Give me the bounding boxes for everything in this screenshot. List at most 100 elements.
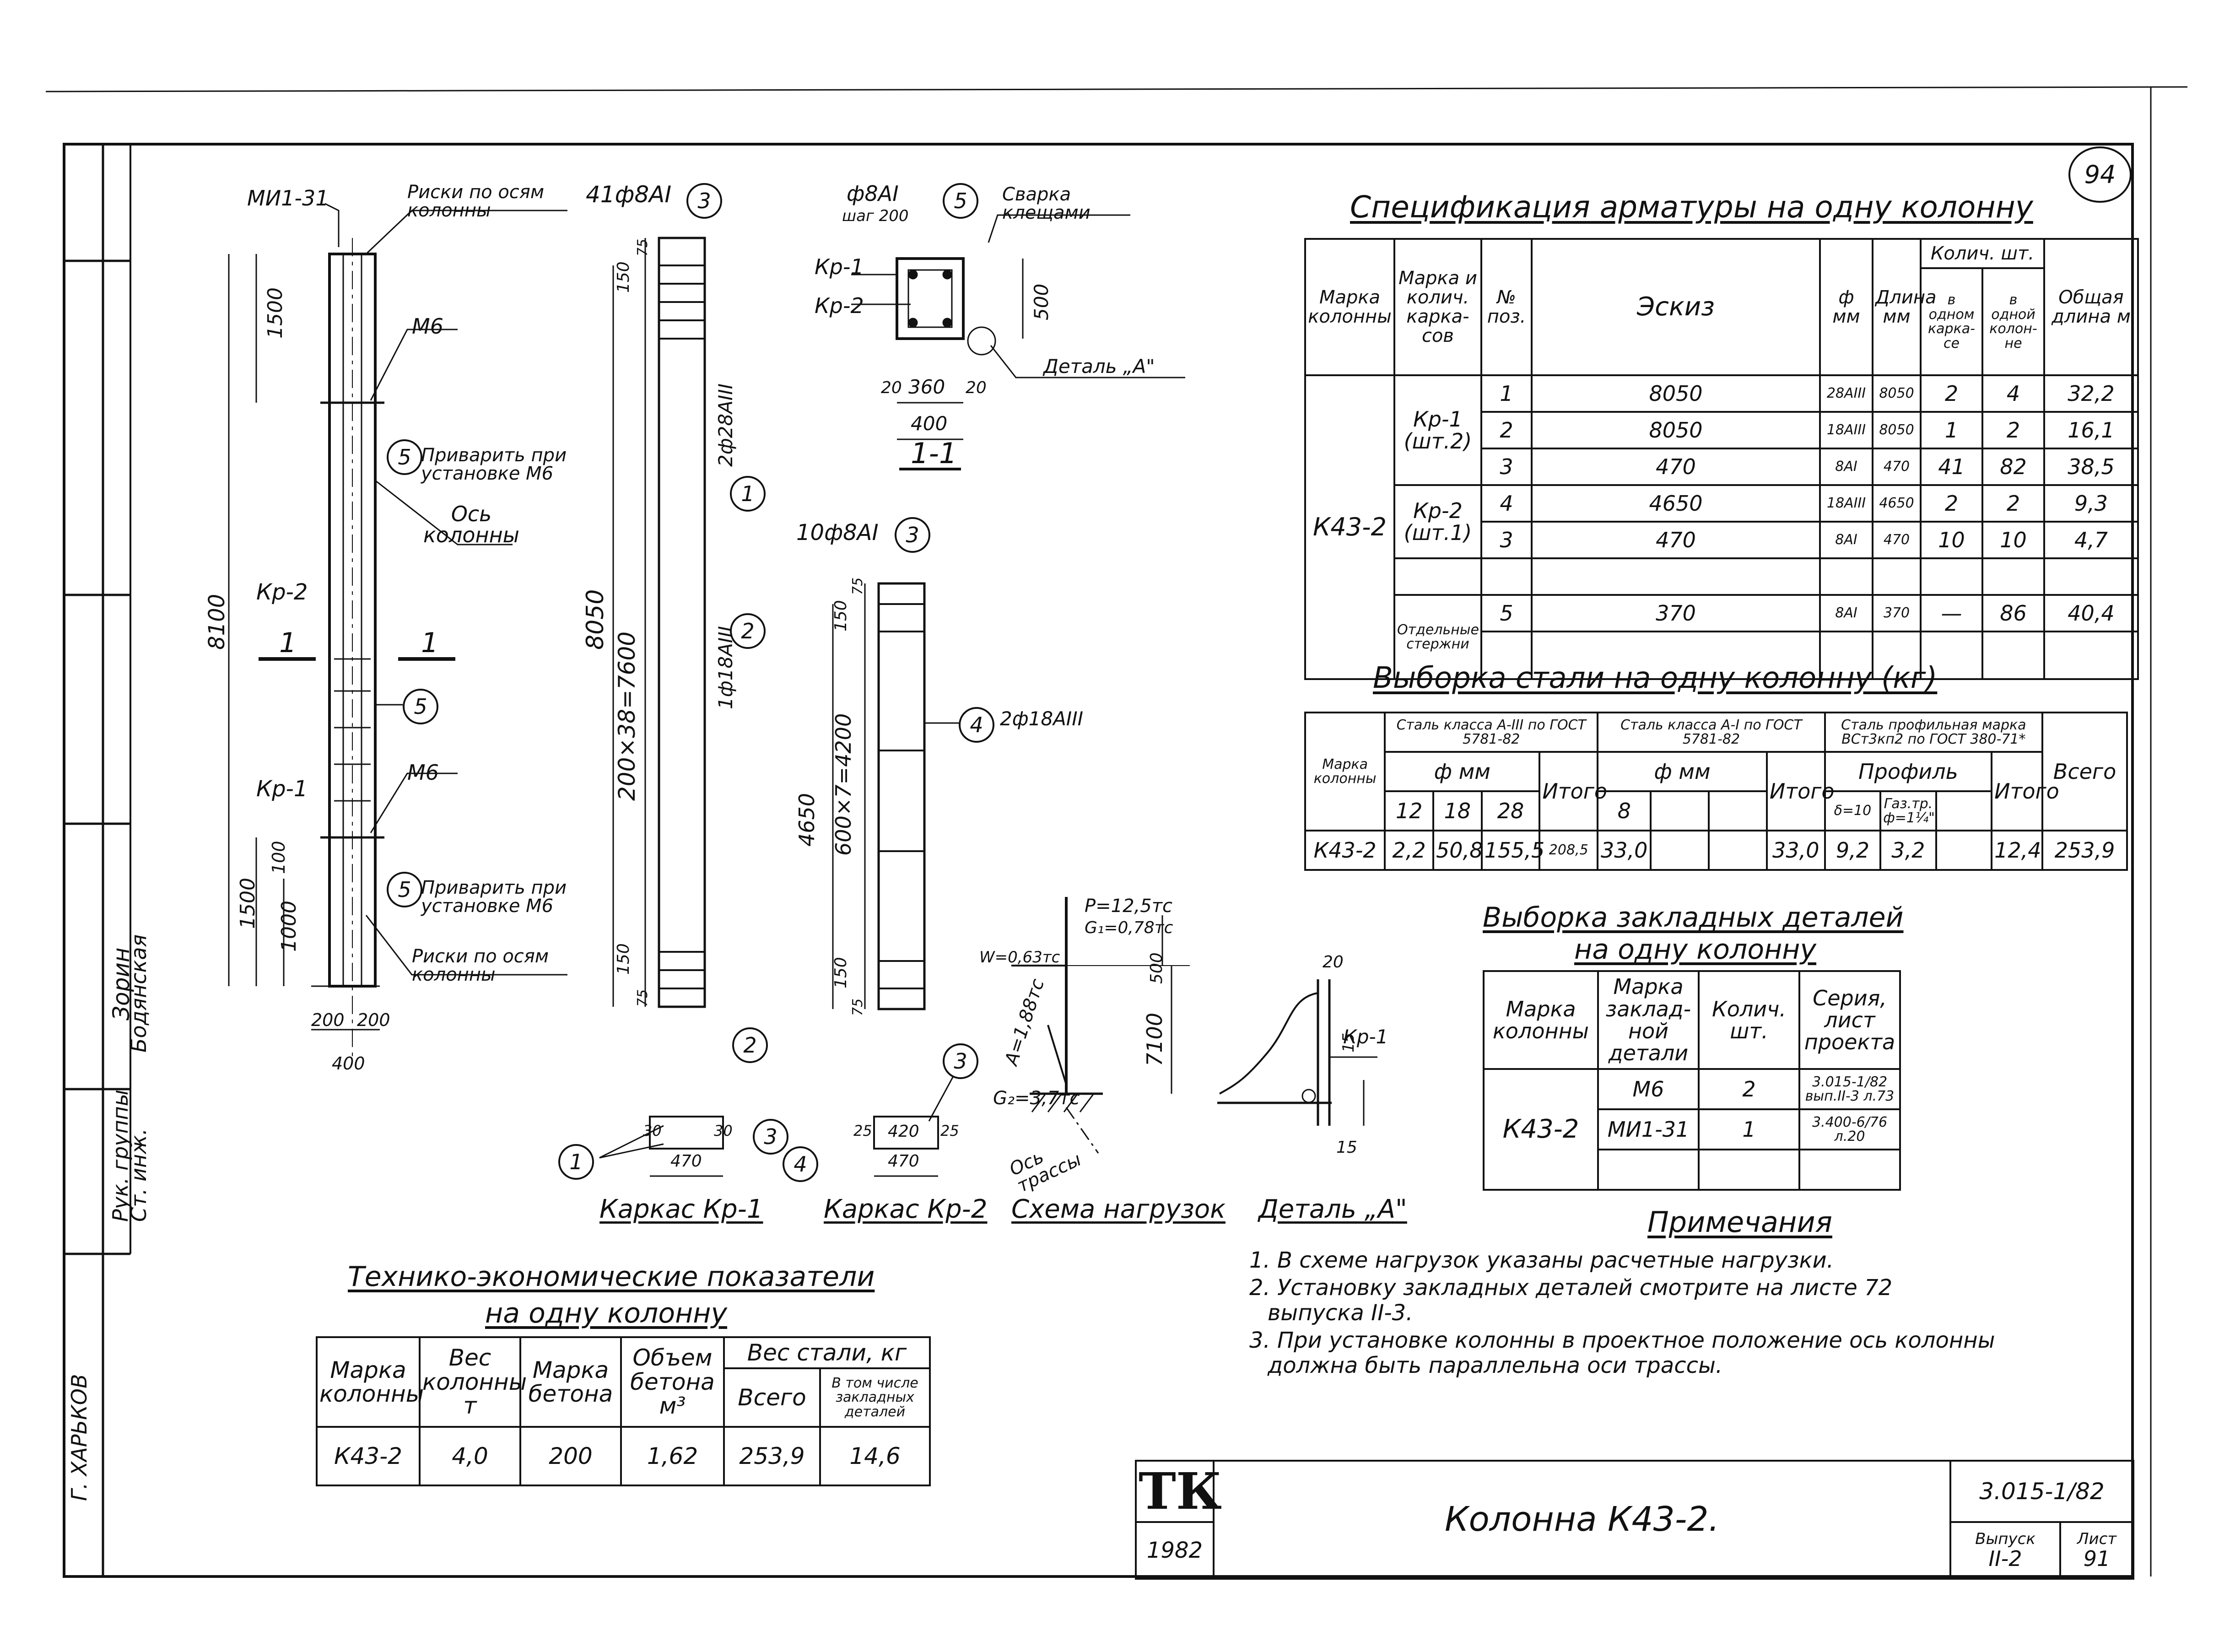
label-detail-a: Деталь „А" — [1043, 355, 1155, 378]
side-name-2: Бодянская — [126, 934, 151, 1053]
spec-h-kark: Марка и колич. карка- сов — [1393, 238, 1482, 376]
dim-k1-30-b: 30 — [714, 1122, 733, 1139]
emb-title-1: Выборка закладных деталей — [1483, 902, 1904, 934]
tech-title-2: на одну колонну — [485, 1297, 728, 1329]
dim-k1-30-a: 30 — [643, 1122, 662, 1139]
spec-q2: 2 — [1981, 411, 2045, 449]
spec-q2: 2 — [1981, 484, 2045, 523]
tech-h-volume: Объем бетона м³ — [620, 1336, 725, 1428]
stamp-sheet-value: 91 — [2083, 1546, 2111, 1571]
stamp-issue-value: II-2 — [1988, 1546, 2022, 1571]
steel-h-a3: Сталь класса А-III по ГОСТ 5781-82 — [1384, 712, 1599, 753]
emb-title-2: на одну колонну — [1574, 934, 1817, 966]
callout-2: 2 — [730, 613, 766, 649]
tech-emb: 14,6 — [819, 1426, 931, 1486]
steel-it1: 208,5 — [1539, 830, 1599, 871]
spec-len: 8050 — [1872, 374, 1922, 413]
steel-it2: 33,0 — [1765, 830, 1826, 871]
dim-400: 400 — [332, 1053, 365, 1074]
spec-len: 470 — [1872, 521, 1922, 559]
spec-total: 38,5 — [2043, 448, 2139, 486]
notes-title: Примечания — [1647, 1205, 1832, 1239]
dim-load-500: 500 — [1147, 952, 1166, 984]
section-1-1-title: 1-1 — [911, 437, 957, 470]
spec-q1: — — [1920, 594, 1983, 632]
dim-1500-top: 1500 — [264, 287, 287, 339]
spec-q2: 10 — [1981, 521, 2045, 559]
tech-h-steel: Вес стали, кг — [723, 1336, 931, 1369]
dim-75-d: 75 — [850, 998, 866, 1016]
spec-pos: 3 — [1480, 521, 1533, 559]
emb-det: М6 — [1597, 1068, 1700, 1110]
dim-sec-20-b: 20 — [966, 378, 987, 397]
note-3b: должна быть параллельна оси трассы. — [1268, 1353, 1723, 1378]
dim-8050: 8050 — [582, 589, 609, 650]
steel-all: 253,9 — [2041, 830, 2128, 871]
stamp-issue-label: Выпуск — [1975, 1530, 2035, 1548]
tech-h-weight: Вес колонны т — [419, 1336, 527, 1428]
spec-h-total: Общая длина м — [2043, 238, 2139, 376]
steel-h-profile: Профиль — [1824, 751, 1993, 792]
spec-table: Марка колонны Марка и колич. карка- сов … — [1304, 238, 2139, 680]
dim-k1-470: 470 — [670, 1152, 702, 1171]
emb-h-qty: Колич. шт. — [1698, 970, 1800, 1070]
tech-volume: 1,62 — [620, 1426, 725, 1486]
steel-h-phi2: ф мм — [1597, 751, 1768, 792]
callout-5: 5 — [387, 439, 422, 475]
stamp-sheet-label: Лист — [2077, 1530, 2117, 1548]
steel-title: Выборка стали на одну колонну (кг) — [1373, 661, 1938, 695]
note-2: 2. Установку закладных деталей смотрите … — [1249, 1275, 1893, 1301]
spec-sketch: 470 — [1531, 521, 1821, 559]
steel-v28: 155,5 — [1480, 830, 1544, 871]
dim-75-a: 75 — [635, 238, 651, 256]
dim-load-7100: 7100 — [1142, 1012, 1167, 1066]
spec-column: К43-2 — [1304, 374, 1395, 680]
dim-1000: 1000 — [277, 901, 301, 952]
emb-qty: 1 — [1698, 1108, 1800, 1150]
label-kr1: Кр-1 — [256, 776, 308, 802]
spec-dia: 8АI — [1819, 594, 1873, 632]
spec-q1: 2 — [1920, 484, 1983, 523]
spec-h-mark: Марка колонны — [1304, 238, 1395, 376]
tech-all: 253,9 — [723, 1426, 821, 1486]
label-sec-step: шаг 200 — [842, 207, 909, 225]
spec-pos: 3 — [1480, 448, 1533, 486]
label-bar-1: 2ф28АIII — [714, 383, 737, 467]
label-sec-stirrup: ф8АI — [847, 181, 899, 206]
steel-c8: 8 — [1597, 790, 1652, 831]
steel-v8: 33,0 — [1597, 830, 1652, 871]
steel-cd: δ=10 — [1824, 790, 1882, 831]
note-1: 1. В схеме нагрузок указаны расчетные на… — [1249, 1247, 1834, 1273]
spec-h-qty2: в одной колон- не — [1981, 267, 2045, 376]
spec-h-pos: № поз. — [1480, 238, 1533, 376]
spec-q2: 86 — [1981, 594, 2045, 632]
dim-75-c: 75 — [850, 577, 866, 595]
steel-h-total1: Итого — [1539, 751, 1607, 831]
label-load-p: P=12,5тс — [1085, 896, 1172, 917]
spec-dia: 18АIII — [1819, 411, 1873, 449]
spec-sketch: 470 — [1531, 448, 1821, 486]
emb-h-ser: Серия, лист проекта — [1798, 970, 1901, 1070]
spec-q2: 82 — [1981, 448, 2045, 486]
callout-5: 5 — [943, 183, 978, 219]
dim-k2-25-a: 25 — [853, 1122, 872, 1139]
spec-len: 8050 — [1872, 411, 1922, 449]
spec-h-len: Длина мм — [1872, 238, 1936, 376]
callout-3: 3 — [943, 1043, 978, 1079]
page-number: 94 — [2068, 146, 2132, 203]
dim-sec-500: 500 — [1030, 283, 1053, 320]
dim-200-a: 200 — [311, 1010, 345, 1030]
dim-sec-20-a: 20 — [881, 378, 902, 397]
spec-dia: 28АIII — [1819, 374, 1873, 413]
tech-title-1: Технико-экономические показатели — [348, 1261, 875, 1293]
spec-len: 370 — [1872, 594, 1922, 632]
caption-load-scheme: Схема нагрузок — [1011, 1194, 1226, 1224]
caption-detail-a: Деталь „А" — [1258, 1194, 1407, 1224]
dim-100: 100 — [269, 841, 289, 874]
dim-det-20: 20 — [1323, 953, 1344, 972]
steel-vg: 3,2 — [1879, 830, 1937, 871]
label-risk-top: Риски по осям колонны — [407, 182, 545, 221]
